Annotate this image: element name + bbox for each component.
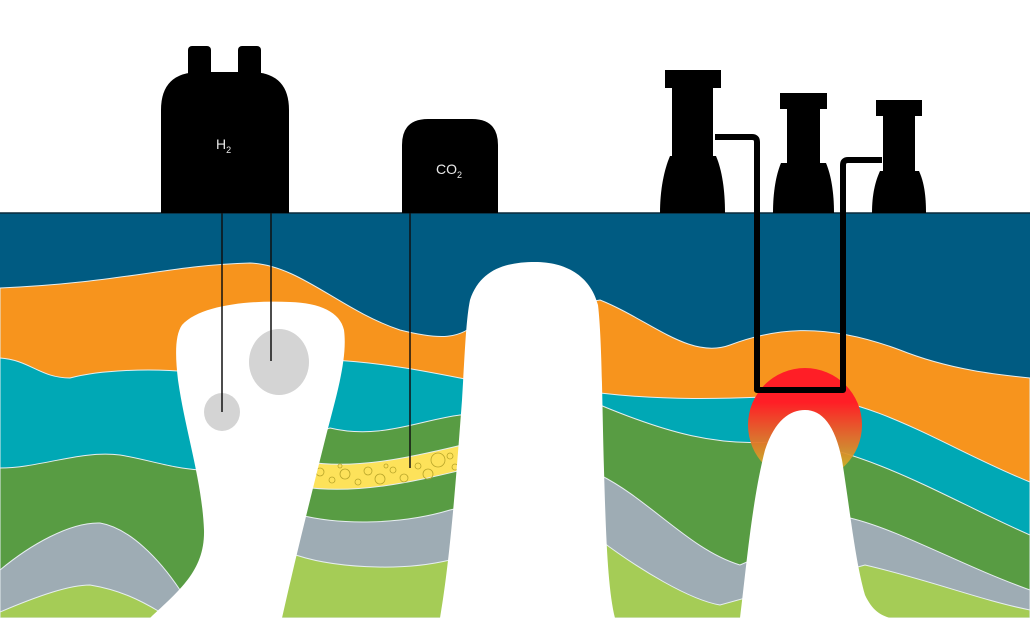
co2-storage-tank: CO2 (402, 119, 498, 213)
co2-bubble (389, 466, 397, 474)
geothermal-plant-tower-2 (773, 93, 834, 213)
co2-bubble (422, 468, 434, 480)
co2-bubble (374, 473, 386, 485)
hydrogen-cavern-large (249, 329, 309, 395)
co2-bubble (363, 466, 373, 476)
co2-label: CO2 (436, 161, 462, 180)
co2-bubble (446, 452, 454, 460)
hydrogen-storage-tank: H2 (161, 46, 289, 213)
geothermal-pipe-loop (715, 134, 882, 393)
co2-bubble (414, 462, 422, 470)
co2-bubble (337, 463, 343, 469)
hydrogen-label: H2 (216, 136, 231, 155)
salt-dome-right (740, 410, 890, 618)
salt-dome-center (440, 262, 615, 618)
co2-bubble (339, 468, 351, 480)
co2-bubble (399, 473, 409, 483)
tank-valve-icon (188, 46, 211, 80)
co2-bubble (430, 452, 446, 468)
tank-valve-icon (238, 46, 261, 80)
co2-bubble (354, 478, 362, 486)
co2-bubble (383, 463, 389, 469)
geothermal-plant-tower-3 (872, 100, 926, 213)
geothermal-plant-tower-1 (660, 70, 725, 213)
co2-bubble (328, 476, 336, 484)
